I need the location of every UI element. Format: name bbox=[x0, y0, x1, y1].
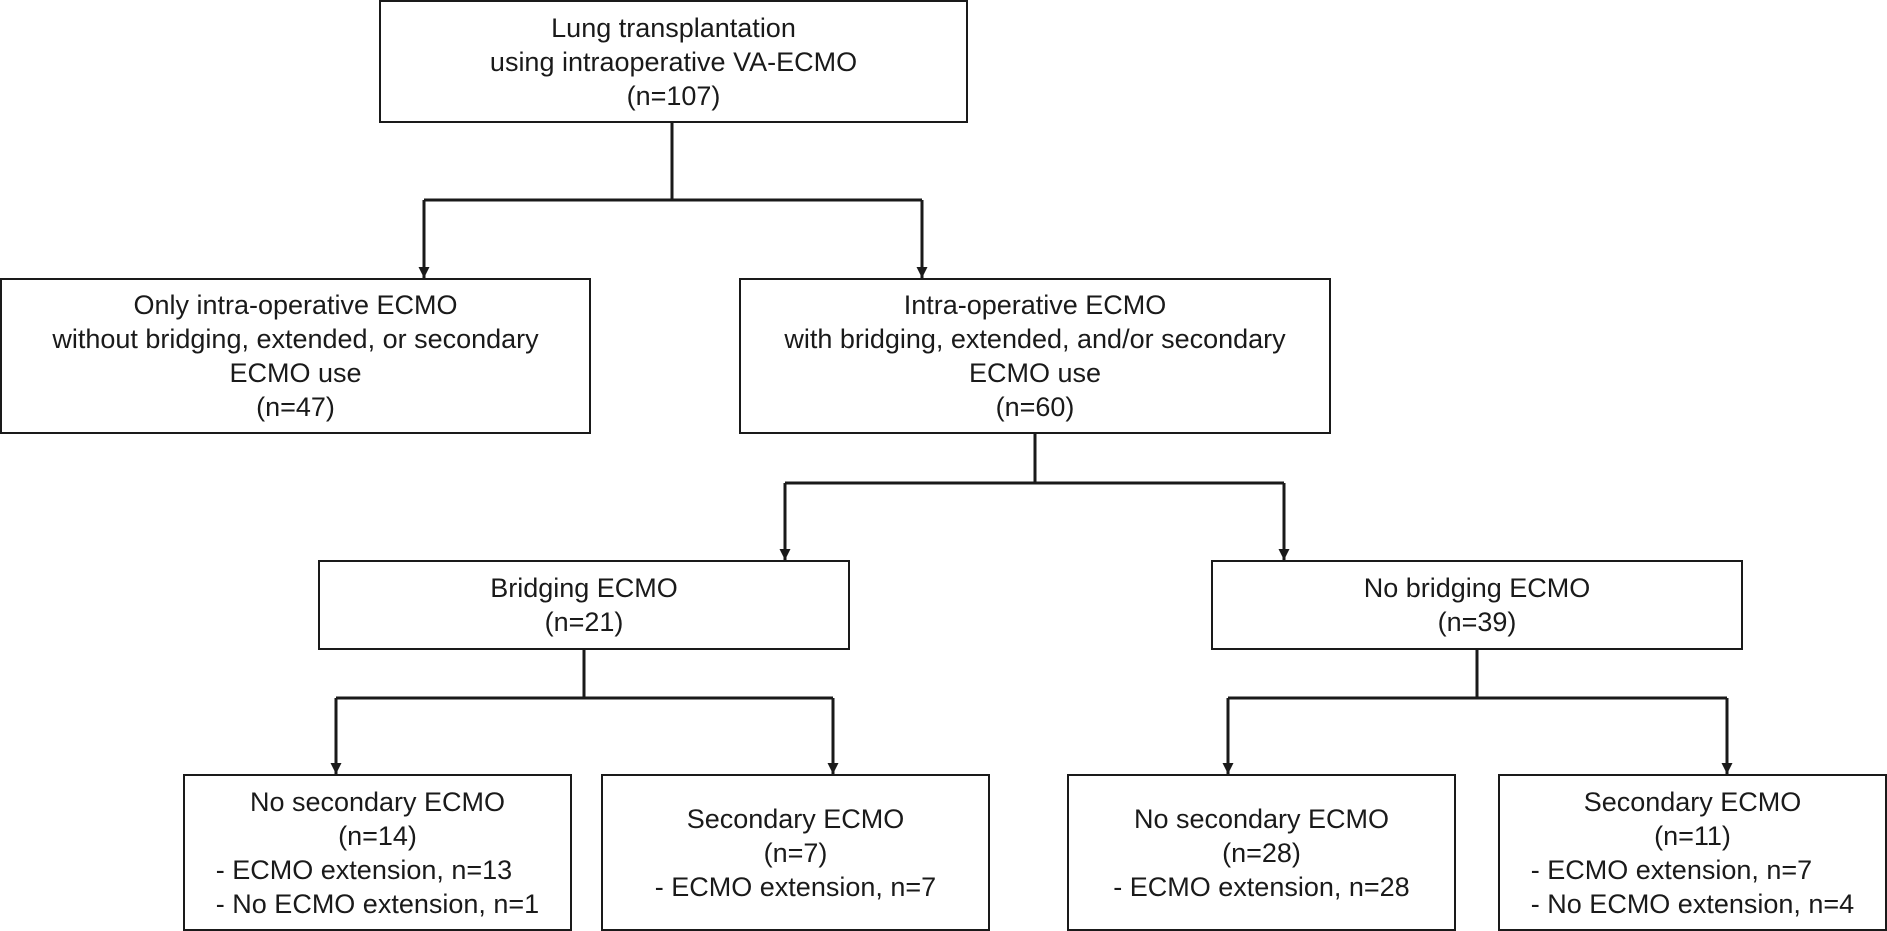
node-nobridging-secondary-sub-2: - No ECMO extension, n=4 bbox=[1530, 888, 1855, 919]
node-root: Lung transplantation using intraoperativ… bbox=[379, 0, 968, 123]
node-bridging-secondary-line-2: (n=7) bbox=[763, 837, 828, 868]
node-bridging-no-secondary-line-1: No secondary ECMO bbox=[249, 786, 506, 817]
node-bridging-line-2: (n=21) bbox=[544, 607, 624, 637]
node-bridging-no-secondary-sub-1: - ECMO extension, n=13 bbox=[215, 854, 513, 885]
node-root-line-3: (n=107) bbox=[626, 80, 721, 111]
node-nobridging-no-secondary-line-1: No secondary ECMO bbox=[1133, 803, 1390, 834]
node-intra-only-line-4: (n=47) bbox=[256, 392, 335, 422]
node-nobridging-secondary-line-1: Secondary ECMO bbox=[1583, 786, 1802, 817]
node-bridging-no-secondary: No secondary ECMO (n=14) - ECMO extensio… bbox=[183, 774, 572, 931]
node-bridging-secondary-line-1: Secondary ECMO bbox=[686, 803, 905, 834]
node-intra-only-line-2: without bridging, extended, or secondary bbox=[52, 324, 539, 354]
node-bridging-secondary: Secondary ECMO (n=7) - ECMO extension, n… bbox=[601, 774, 990, 931]
node-nobridging-secondary-details: - ECMO extension, n=7 - No ECMO extensio… bbox=[1531, 853, 1854, 921]
node-bridging-no-secondary-details: - ECMO extension, n=13 - No ECMO extensi… bbox=[216, 853, 539, 921]
node-intra-with-line-1: Intra-operative ECMO bbox=[903, 290, 1167, 320]
node-bridging-line-1: Bridging ECMO bbox=[490, 573, 678, 603]
node-nobridging-secondary-line-2: (n=11) bbox=[1654, 820, 1731, 851]
node-no-bridging: No bridging ECMO (n=39) bbox=[1211, 560, 1743, 650]
node-bridging: Bridging ECMO (n=21) bbox=[318, 560, 850, 650]
node-nobridging-no-secondary: No secondary ECMO (n=28) - ECMO extensio… bbox=[1067, 774, 1456, 931]
node-intra-only-line-1: Only intra-operative ECMO bbox=[133, 290, 458, 320]
node-intra-only: Only intra-operative ECMO without bridgi… bbox=[0, 278, 591, 434]
node-intra-with-line-3: ECMO use bbox=[968, 358, 1102, 388]
node-bridging-no-secondary-line-2: (n=14) bbox=[338, 820, 417, 851]
node-root-line-2: using intraoperative VA-ECMO bbox=[489, 46, 858, 77]
node-no-bridging-line-2: (n=39) bbox=[1437, 607, 1517, 637]
node-nobridging-no-secondary-details: - ECMO extension, n=28 bbox=[1113, 870, 1409, 904]
node-intra-with-line-2: with bridging, extended, and/or secondar… bbox=[784, 324, 1286, 354]
node-bridging-secondary-details: - ECMO extension, n=7 bbox=[655, 870, 936, 904]
node-no-bridging-line-1: No bridging ECMO bbox=[1363, 573, 1591, 603]
node-bridging-secondary-sub-1: - ECMO extension, n=7 bbox=[654, 871, 937, 902]
node-intra-with: Intra-operative ECMO with bridging, exte… bbox=[739, 278, 1331, 434]
node-intra-only-line-3: ECMO use bbox=[229, 358, 362, 388]
node-root-line-1: Lung transplantation bbox=[551, 12, 796, 43]
node-nobridging-no-secondary-sub-1: - ECMO extension, n=28 bbox=[1113, 871, 1410, 902]
node-nobridging-secondary: Secondary ECMO (n=11) - ECMO extension, … bbox=[1498, 774, 1887, 931]
node-intra-with-line-4: (n=60) bbox=[995, 392, 1075, 422]
node-bridging-no-secondary-sub-2: - No ECMO extension, n=1 bbox=[215, 888, 540, 919]
node-nobridging-no-secondary-line-2: (n=28) bbox=[1222, 837, 1301, 868]
node-nobridging-secondary-sub-1: - ECMO extension, n=7 bbox=[1530, 854, 1813, 885]
